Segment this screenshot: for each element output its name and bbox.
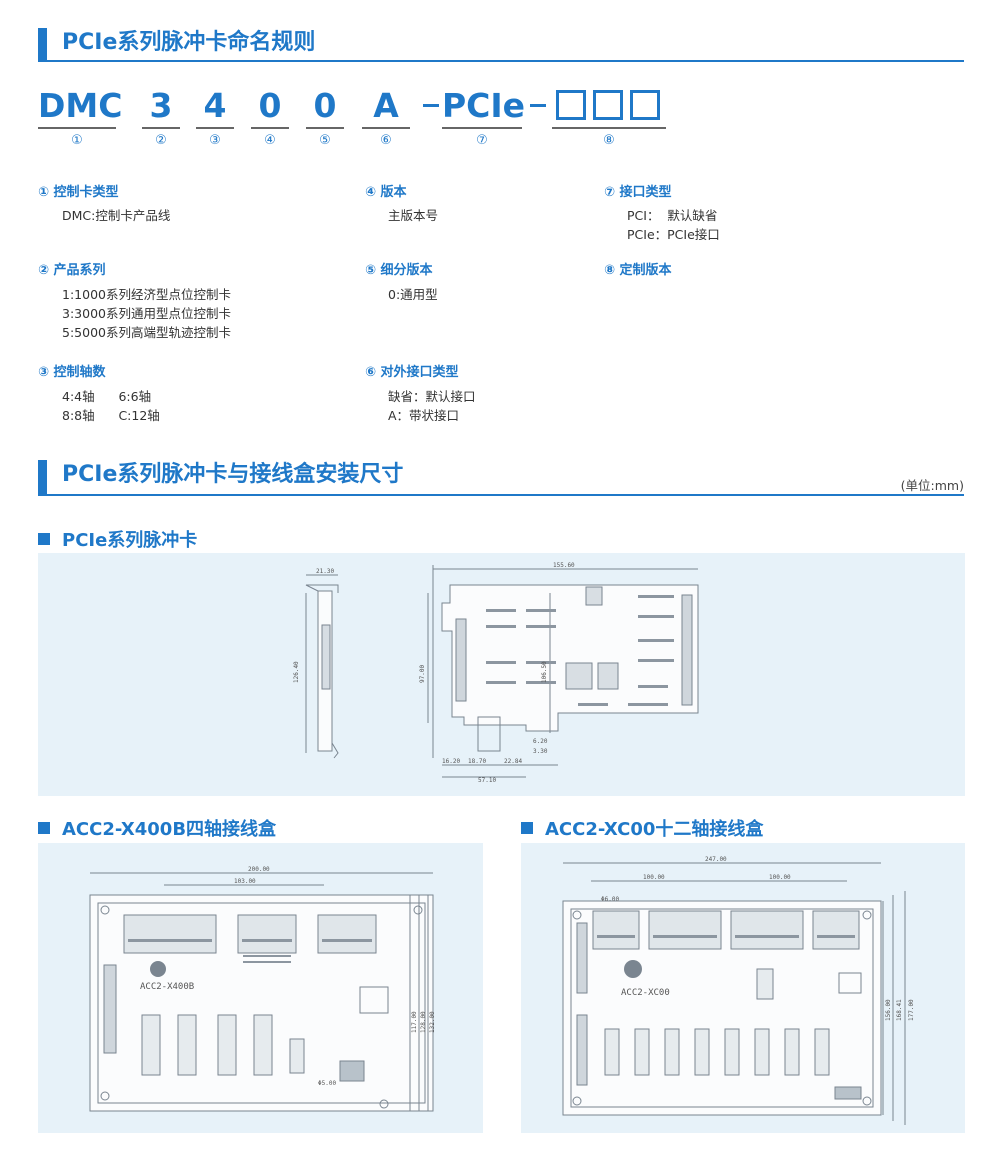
code-underline xyxy=(251,127,289,129)
subsection-title: ACC2-XC00十二轴接线盒 xyxy=(545,819,764,840)
rule-text: 3:3000系列通用型点位控制卡 xyxy=(62,306,231,321)
rule-heading: ⑦ 接口类型 xyxy=(604,185,672,200)
code-part-axes: 4 xyxy=(203,86,227,125)
code-part-interface: A xyxy=(373,86,399,125)
custom-box xyxy=(556,90,586,120)
xc00-drawing-panel: ACC2-XC00 247.00 100.00 100.00 Φ6.00 156… xyxy=(521,843,965,1133)
rule-text: 1:1000系列经济型点位控制卡 xyxy=(62,287,231,302)
dimension-label: 156.00 xyxy=(885,999,892,1021)
pcie-card-drawing-panel: 21.30 126.40 155.60 97.00 106.50 18.70 2… xyxy=(38,553,965,796)
code-separator xyxy=(530,104,546,107)
dimension-label: 117.00 xyxy=(411,1011,418,1033)
rule-text: PCIe：PCIe接口 xyxy=(627,227,720,242)
section-divider xyxy=(38,494,964,496)
dimension-label: 177.00 xyxy=(908,999,915,1021)
rule-text: 0:通用型 xyxy=(388,287,438,302)
dimension-label: 22.84 xyxy=(504,758,522,765)
custom-box xyxy=(593,90,623,120)
code-underline xyxy=(552,127,666,129)
rule-text: 5:5000系列高端型轨迹控制卡 xyxy=(62,325,231,340)
dimension-label: 18.70 xyxy=(468,758,486,765)
rule-text: PCI： 默认缺省 xyxy=(627,208,718,223)
section-title: PCIe系列脉冲卡命名规则 xyxy=(62,30,316,55)
dimension-label: 128.00 xyxy=(420,1011,427,1033)
rule-heading: ⑧ 定制版本 xyxy=(604,263,672,278)
code-underline xyxy=(142,127,180,129)
section-divider xyxy=(38,60,964,62)
code-number: ④ xyxy=(264,133,276,148)
box-model-label: ACC2-XC00 xyxy=(621,988,670,998)
dimension-label: 132.00 xyxy=(429,1011,436,1033)
dimension-label: Φ6.00 xyxy=(601,896,619,903)
rule-heading: ① 控制卡类型 xyxy=(38,185,119,200)
code-part-subversion: 0 xyxy=(313,86,337,125)
subsection-square-icon xyxy=(38,822,50,834)
pcie-card-drawing: 21.30 126.40 155.60 97.00 106.50 18.70 2… xyxy=(293,562,699,784)
rule-heading: ② 产品系列 xyxy=(38,263,106,278)
dimension-label: 21.30 xyxy=(316,568,334,575)
rule-heading: ⑤ 细分版本 xyxy=(365,263,433,278)
code-number: ② xyxy=(155,133,167,148)
logo-icon xyxy=(624,960,642,978)
dimension-label: 100.00 xyxy=(643,874,665,881)
code-part-series: 3 xyxy=(149,86,173,125)
rule-heading: ⑥ 对外接口类型 xyxy=(365,365,459,380)
subsection-title: PCIe系列脉冲卡 xyxy=(62,530,198,551)
rule-text: 8:8轴 C:12轴 xyxy=(62,408,160,423)
rule-text: DMC:控制卡产品线 xyxy=(62,208,171,223)
subsection-square-icon xyxy=(38,533,50,545)
dimension-label: 3.30 xyxy=(533,748,548,755)
dimension-label: 168.41 xyxy=(896,999,903,1021)
section-accent-bar xyxy=(38,28,47,62)
dimension-label: 6.20 xyxy=(533,738,548,745)
box-model-label: ACC2-X400B xyxy=(140,982,194,992)
section-accent-bar xyxy=(38,460,47,494)
code-underline xyxy=(362,127,410,129)
custom-box xyxy=(630,90,660,120)
dimension-label: 126.40 xyxy=(293,661,300,683)
rule-text: 主版本号 xyxy=(388,208,439,223)
code-underline xyxy=(306,127,344,129)
xc00-drawing: ACC2-XC00 247.00 100.00 100.00 Φ6.00 156… xyxy=(562,856,915,1125)
subsection-square-icon xyxy=(521,822,533,834)
dimension-label: 97.00 xyxy=(419,665,426,683)
rule-heading: ③ 控制轴数 xyxy=(38,365,106,380)
rule-heading: ④ 版本 xyxy=(365,185,407,200)
dimension-label: Φ5.00 xyxy=(318,1080,336,1087)
code-underline xyxy=(38,127,116,129)
code-part-bus: PCIe xyxy=(442,86,526,125)
dimension-label: 155.60 xyxy=(553,562,575,569)
unit-label: (单位:mm) xyxy=(900,478,964,493)
rule-text: 4:4轴 6:6轴 xyxy=(62,389,152,404)
rule-text: 缺省：默认接口 xyxy=(388,389,476,404)
logo-icon xyxy=(150,961,166,977)
dimension-label: 57.10 xyxy=(478,777,496,784)
code-part-dmc: DMC xyxy=(38,86,123,125)
dimension-label: 100.00 xyxy=(769,874,791,881)
dimension-label: 103.00 xyxy=(234,878,256,885)
dimension-label: 200.00 xyxy=(248,866,270,873)
code-part-version: 0 xyxy=(258,86,282,125)
code-number: ① xyxy=(71,133,83,148)
subsection-title: ACC2-X400B四轴接线盒 xyxy=(62,819,277,840)
code-underline xyxy=(442,127,522,129)
code-number: ③ xyxy=(209,133,221,148)
code-number: ⑥ xyxy=(380,133,392,148)
code-number: ⑤ xyxy=(319,133,331,148)
code-number: ⑦ xyxy=(476,133,488,148)
code-underline xyxy=(196,127,234,129)
dimension-label: 247.00 xyxy=(705,856,727,863)
section-title: PCIe系列脉冲卡与接线盒安装尺寸 xyxy=(62,462,404,487)
dimension-label: 106.50 xyxy=(541,661,548,683)
x400b-drawing: ACC2-X400B 200.00 103.00 117.00 128.00 1… xyxy=(89,866,436,1112)
x400b-drawing-panel: ACC2-X400B 200.00 103.00 117.00 128.00 1… xyxy=(38,843,483,1133)
code-separator xyxy=(423,104,439,107)
rule-text: A：带状接口 xyxy=(388,408,460,423)
code-number: ⑧ xyxy=(603,133,615,148)
dimension-label: 16.20 xyxy=(442,758,460,765)
